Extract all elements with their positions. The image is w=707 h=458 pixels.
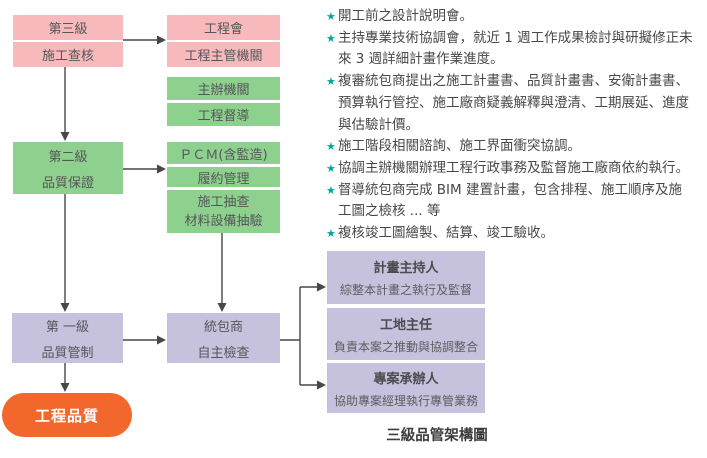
note-item: ★主持專業技術協調會，就近 1 週工作成果檢討與研擬修正未 來 3 週詳細計畫作…: [326, 28, 707, 71]
role-case-officer-desc: 協助專案經理執行專管業務: [333, 393, 478, 408]
note-item: ★複審統包商提出之施工計畫書、品質計畫書、安衛計畫書、 預算執行管控、施工廠商疑…: [326, 71, 707, 136]
note-text: 督導統包商完成 BIM 建置計畫，包含排程、施工順序及施 工圖之檢核 ... 等: [338, 181, 682, 220]
role-project-director-box: 計畫主持人 綜整本計畫之執行及監督: [327, 251, 485, 304]
note-text: 開工前之設計說明會。: [338, 8, 473, 24]
turnkey-contractor-label: 統包商: [203, 319, 243, 335]
note-text: 施工階段相關諮詢、施工界面衝突協調。: [338, 138, 581, 155]
host-agency-box: 主辦機關: [167, 77, 280, 100]
note-item: ★開工前之設計說明會。: [326, 6, 707, 28]
contract-management-label: 履約管理: [197, 171, 250, 187]
star-icon: ★: [326, 161, 336, 175]
note-item: ★複核竣工圖繪製、結算、竣工驗收。: [326, 223, 707, 245]
pcm-box: ＰＣＭ(含監造): [167, 142, 280, 164]
level3-subtitle-label: 施工查核: [41, 49, 94, 64]
level3-title-label: 第三級: [48, 22, 88, 37]
note-text: 主持專業技術協調會，就近 1 週工作成果檢討與研擬修正未 來 3 週詳細計畫作業…: [338, 29, 693, 68]
star-icon: ★: [326, 31, 336, 45]
level2-box: 第二級 品質保證: [13, 142, 123, 194]
role-site-manager-title: 工地主任: [379, 317, 432, 333]
level3-subtitle-box: 施工查核: [13, 42, 123, 67]
host-agency-label: 主辦機關: [197, 83, 250, 98]
duty-notes-list: ★開工前之設計說明會。 ★主持專業技術協調會，就近 1 週工作成果檢討與研擬修正…: [326, 6, 707, 245]
role-project-director-desc: 綜整本計畫之執行及監督: [339, 283, 472, 297]
role-case-officer-box: 專案承辦人 協助專案經理執行專管業務: [327, 363, 485, 413]
role-project-director-title: 計畫主持人: [373, 261, 439, 276]
level2-title-label: 第二級: [48, 149, 88, 165]
note-item: ★督導統包商完成 BIM 建置計畫，包含排程、施工順序及施 工圖之檢核 ... …: [326, 180, 707, 223]
self-inspection-label: 自主檢查: [197, 345, 250, 361]
contract-management-box: 履約管理: [167, 167, 280, 187]
level2-subtitle-label: 品質保證: [41, 175, 94, 191]
role-site-manager-desc: 負責本案之推動與協調整合: [333, 339, 478, 354]
level1-title-label: 第 一級: [45, 319, 90, 335]
star-icon: ★: [326, 183, 336, 197]
engineering-supervision-box: 工程督導: [167, 103, 280, 126]
project-quality-label: 工程品質: [34, 406, 99, 425]
role-site-manager-box: 工地主任 負責本案之推動與協調整合: [327, 308, 485, 360]
star-icon: ★: [326, 75, 336, 89]
engineering-board-box: 工程會: [167, 15, 280, 40]
engineering-supervision-label: 工程督導: [197, 109, 250, 124]
level1-box: 第 一級 品質管制: [12, 313, 123, 363]
competent-authority-label: 工程主管機關: [184, 49, 263, 64]
diagram-caption: 三級品管架構圖: [386, 428, 488, 444]
note-text: 複核竣工圖繪製、結算、竣工驗收。: [338, 225, 554, 242]
competent-authority-box: 工程主管機關: [167, 42, 280, 67]
level3-title-box: 第三級: [13, 15, 123, 40]
pcm-label: ＰＣＭ(含監造): [179, 147, 268, 163]
level1-subtitle-label: 品質管制: [41, 345, 94, 361]
turnkey-contractor-box: 統包商 自主檢查: [167, 313, 280, 363]
engineering-board-label: 工程會: [203, 22, 243, 37]
star-icon: ★: [326, 227, 336, 241]
note-item: ★協調主辦機關辦理工程行政事務及監督施工廠商依約執行。: [326, 158, 707, 180]
note-text: 複審統包商提出之施工計畫書、品質計畫書、安衛計畫書、 預算執行管控、施工廠商疑義…: [338, 73, 689, 133]
note-text: 協調主辦機關辦理工程行政事務及監督施工廠商依約執行。: [338, 159, 689, 176]
note-item: ★施工階段相關諮詢、施工界面衝突協調。: [326, 136, 707, 158]
project-quality-pill: 工程品質: [2, 393, 132, 437]
spot-check-box: 施工抽查 材料設備抽驗: [167, 190, 280, 233]
role-case-officer-title: 專案承辦人: [373, 371, 439, 387]
star-icon: ★: [326, 10, 336, 23]
star-icon: ★: [326, 140, 336, 154]
spot-check-label: 施工抽查 材料設備抽驗: [184, 194, 263, 229]
